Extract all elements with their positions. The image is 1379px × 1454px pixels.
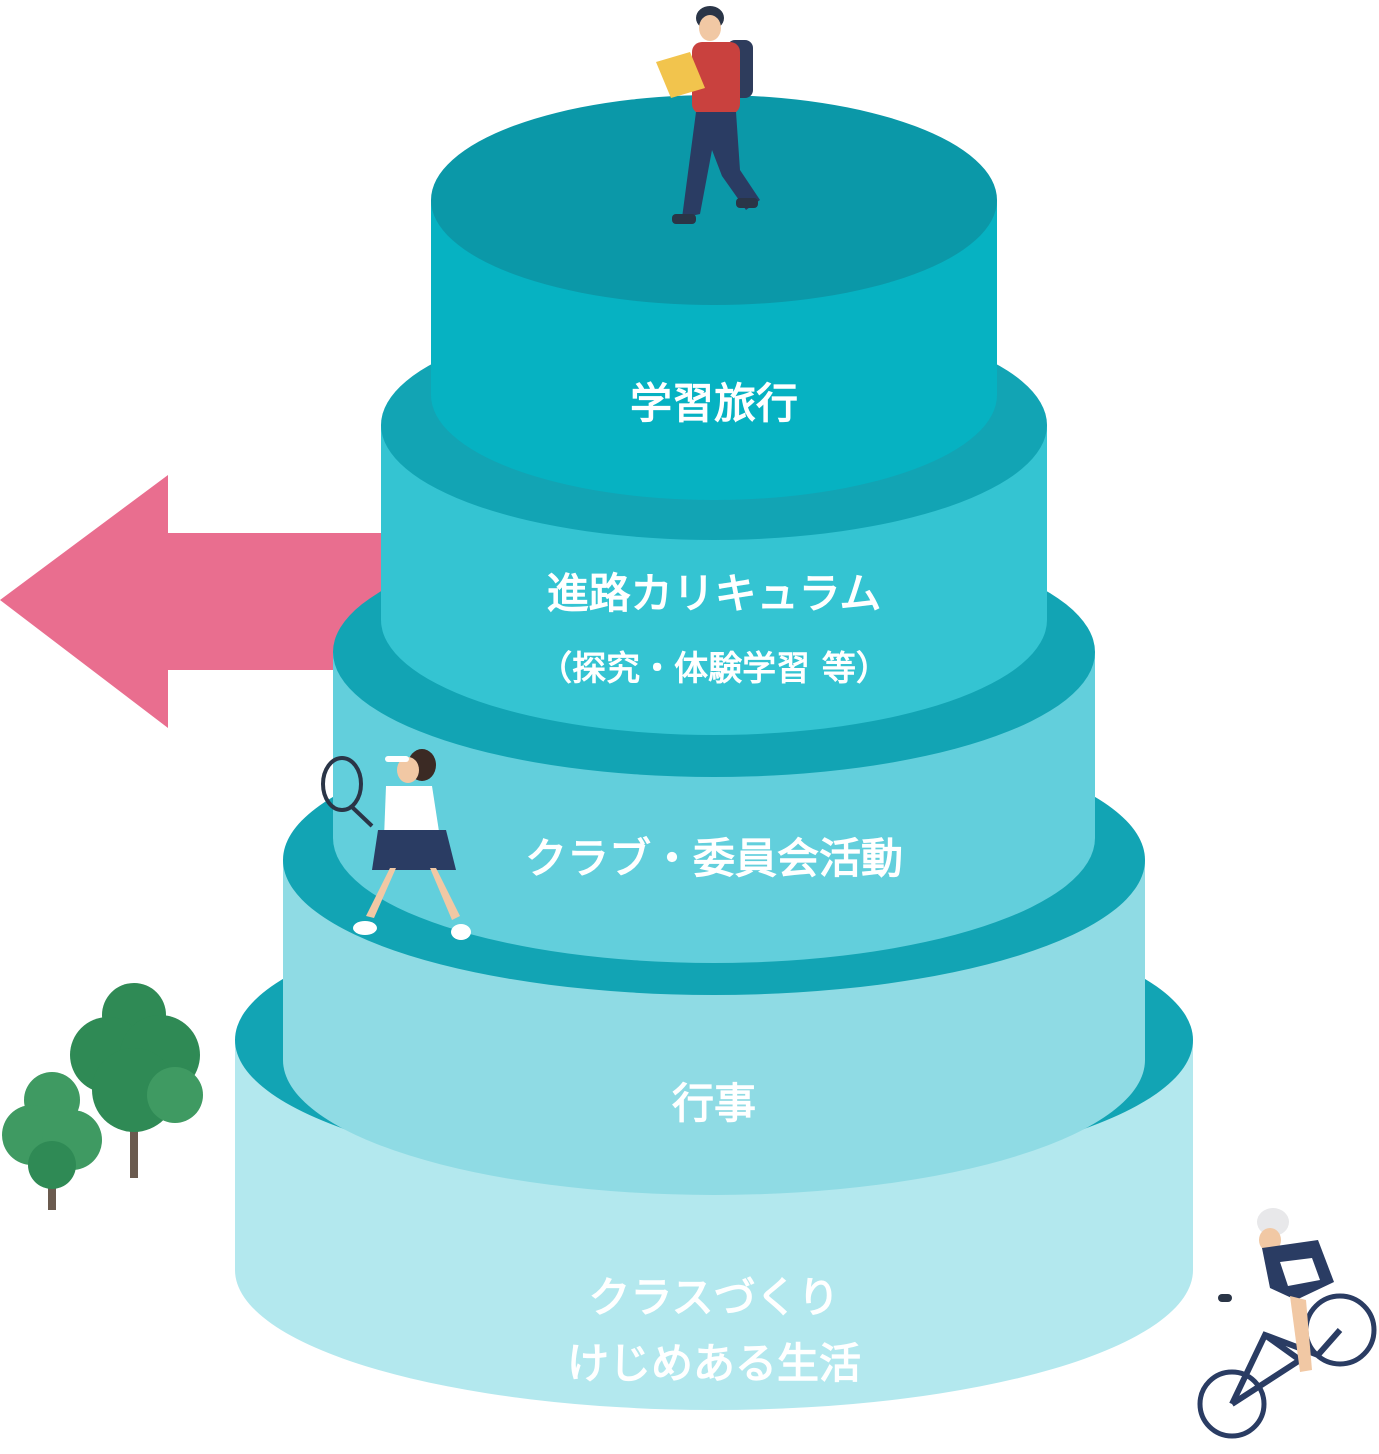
tier-2-label: 進路カリキュラム [547,569,882,618]
tier-1-label: 学習旅行 [630,379,798,428]
tier-2-sublabel: （探究・体験学習 等） [538,649,890,689]
tier-1 [431,95,997,500]
tier-4-label: 行事 [672,1079,756,1128]
left-arrow-icon [0,475,400,728]
student-figure-icon [656,6,760,224]
tier-5-label: クラスづくり [588,1273,839,1322]
tennis-player-icon [321,749,471,940]
trees-icon [2,983,203,1210]
cyclist-icon [1197,1208,1377,1439]
tier-5-sublabel: けじめある生活 [567,1339,861,1388]
tier-3-label: クラブ・委員会活動 [525,834,903,883]
